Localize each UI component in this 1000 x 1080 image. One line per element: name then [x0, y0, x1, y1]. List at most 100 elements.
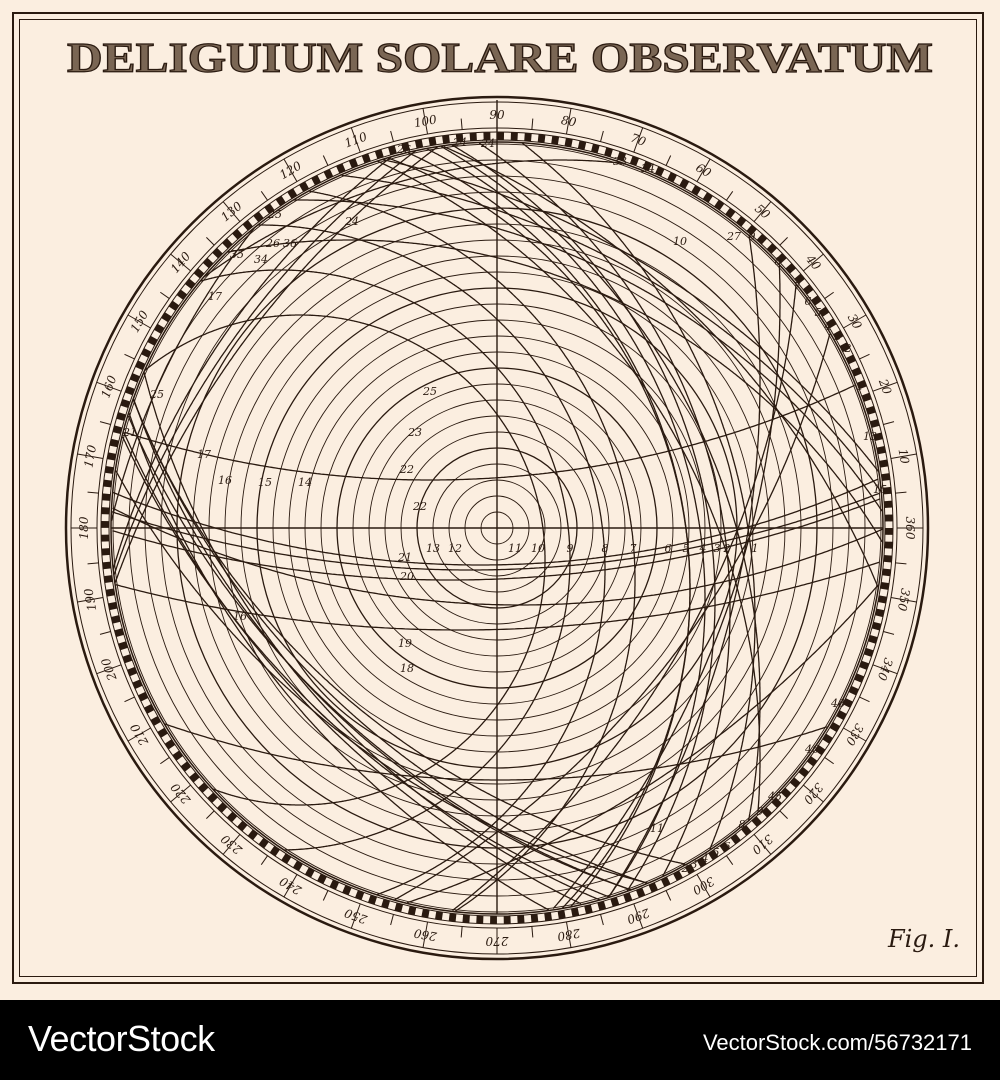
scale-label: 70: [629, 131, 648, 150]
scale-tick: [99, 421, 111, 425]
eclipse-path-curve: [382, 158, 880, 473]
curve-label: 15: [258, 476, 272, 489]
curve-label: 22: [412, 500, 427, 513]
checker-band-inner: [108, 139, 886, 917]
scale-label: 360: [903, 517, 917, 540]
curve-label: 7: [630, 542, 637, 555]
curve-label: 10: [531, 542, 545, 555]
scale-tick: [779, 237, 788, 246]
curve-label: 19: [398, 637, 412, 650]
scale-tick: [350, 903, 361, 929]
scale-label: 290: [625, 905, 653, 926]
scale-tick: [803, 784, 824, 803]
curve-label: 8: [775, 255, 782, 268]
curve-label: 16: [218, 474, 232, 487]
eclipse-path-curve: [114, 146, 438, 583]
curve-label: 3: [691, 858, 698, 871]
scale-tick: [283, 158, 298, 182]
scale-tick: [665, 890, 672, 901]
curve-label: 26: [265, 237, 280, 250]
scale-label: 200: [98, 656, 119, 684]
scale-tick: [859, 353, 870, 360]
scale-tick: [322, 890, 329, 901]
scale-tick: [260, 855, 268, 865]
scale-tick: [872, 664, 898, 675]
scale-label: 20: [876, 376, 895, 396]
scale-label: 90: [489, 108, 505, 122]
scale-label: 330: [843, 721, 867, 748]
eclipse-path-curve: [452, 284, 797, 911]
scale-tick: [753, 201, 772, 222]
curve-label: 2: [723, 542, 731, 555]
scale-tick: [803, 253, 824, 272]
curve-label: 2: [844, 342, 852, 355]
curve-label: 2: [681, 862, 689, 875]
scale-tick: [696, 874, 711, 898]
scale-tick: [77, 453, 104, 460]
curve-label: 33: [613, 155, 627, 168]
eclipse-path-curve: [341, 174, 882, 492]
checker-band: [101, 132, 893, 924]
scale-tick: [87, 562, 99, 565]
scale-tick: [77, 596, 104, 603]
eclipse-path-curve: [200, 269, 571, 851]
scale-tick: [422, 921, 429, 948]
curve-label: 17: [197, 448, 211, 461]
curve-label: 6: [665, 542, 672, 555]
scale-label: 210: [127, 721, 151, 749]
eclipse-path-curve: [115, 561, 880, 631]
eclipse-curves: [110, 142, 883, 912]
scale-tick: [633, 127, 644, 153]
curve-label: 3: [714, 542, 721, 555]
curve-label: 25: [267, 208, 282, 221]
curve-label: 1: [752, 542, 759, 555]
curve-label: 9: [567, 542, 574, 555]
eclipse-path-curve: [258, 224, 606, 896]
curve-label: 48: [830, 697, 845, 710]
curve-label: 18: [400, 662, 414, 675]
scale-tick: [96, 381, 122, 392]
scale-tick: [600, 914, 604, 926]
curve-label: 5: [713, 846, 720, 859]
eclipse-diagram: DELIGUIUM SOLARE OBSERVATUM 102030405060…: [64, 35, 934, 961]
scale-tick: [753, 834, 772, 855]
scale-tick: [222, 834, 241, 855]
scale-tick: [531, 118, 534, 130]
scale-tick: [883, 421, 895, 425]
scale-tick: [531, 926, 534, 938]
scale-label: 30: [845, 311, 865, 332]
scale-tick: [779, 810, 788, 819]
scale-tick: [600, 130, 604, 142]
scale-label: 50: [752, 201, 773, 222]
curve-label: 11: [650, 822, 664, 835]
scale-tick: [99, 631, 111, 635]
outer-frame: [12, 12, 984, 984]
scale-tick: [460, 118, 463, 130]
title: DELIGUIUM SOLARE OBSERVATUM: [67, 36, 933, 82]
eclipse-path-curve: [112, 498, 881, 581]
curve-label: 14: [298, 476, 312, 489]
eclipse-path-curve: [127, 415, 630, 891]
eclipse-path-curve: [478, 142, 731, 877]
scale-tick: [390, 130, 394, 142]
curve-label: 10: [673, 235, 687, 248]
scale-tick: [460, 926, 463, 938]
scale-label: 110: [343, 129, 370, 150]
eclipse-path-curve: [143, 371, 601, 901]
scale-tick: [422, 108, 429, 135]
scale-tick: [665, 155, 672, 166]
scale-label: 350: [895, 587, 913, 612]
scale-tick: [160, 757, 170, 765]
eclipse-path-curve: [227, 239, 883, 543]
curve-label: 22: [399, 463, 414, 476]
scale-label: 270: [485, 934, 509, 948]
scale-label: 280: [556, 926, 582, 944]
curve-label: 24: [452, 136, 467, 149]
curve-label: 21: [397, 551, 412, 564]
eclipse-path-curve: [128, 412, 550, 911]
watermark-bar: VectorStock VectorStock.com/56732171: [0, 1000, 1000, 1080]
scale-tick: [160, 291, 170, 299]
scale-tick: [87, 491, 99, 494]
scale-label: 40: [802, 251, 823, 273]
